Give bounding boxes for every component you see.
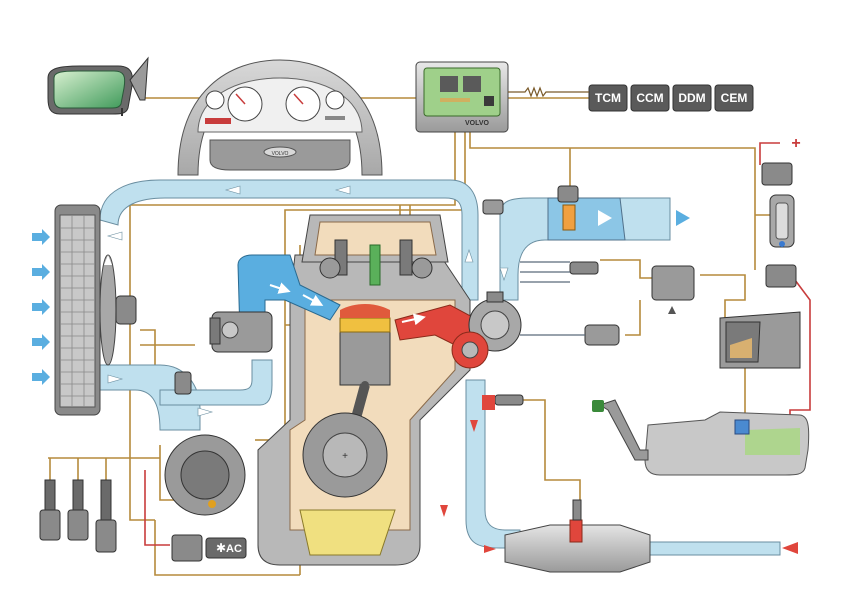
vacuum-sensor bbox=[651, 265, 695, 314]
ddm-label: DDM bbox=[678, 91, 705, 105]
evap-canister-icon bbox=[719, 311, 801, 369]
module-boxes: TCM CCM DDM CEM bbox=[588, 84, 754, 112]
egr-sensor bbox=[482, 199, 504, 215]
side-mirror-icon bbox=[47, 56, 149, 116]
turbocharger-icon bbox=[451, 291, 522, 369]
ac-compressor: ✱ AC bbox=[164, 434, 247, 562]
ecm-brand: VOLVO bbox=[465, 120, 490, 127]
diagnostic-connector-icon bbox=[769, 194, 795, 248]
main-relay bbox=[761, 162, 793, 186]
ccm-label: CCM bbox=[636, 91, 663, 105]
catalytic-converter-icon bbox=[504, 499, 798, 573]
engine-block: + bbox=[257, 214, 471, 566]
throttle-body-icon bbox=[209, 311, 273, 353]
cooling-fan-icon bbox=[99, 254, 137, 366]
tcm-label: TCM bbox=[595, 91, 621, 105]
instrument-cluster-icon: VOLVO bbox=[177, 59, 383, 176]
fuel-pump-relay bbox=[765, 264, 797, 288]
intake-air-temp-sensor bbox=[174, 371, 192, 395]
oxygen-sensor-front bbox=[482, 394, 524, 410]
mass-air-flow-sensor bbox=[547, 185, 690, 241]
exhaust-flow-arrows bbox=[440, 420, 496, 553]
svg-text:+: + bbox=[342, 451, 348, 462]
battery-positive: + bbox=[791, 135, 800, 152]
evap-valve bbox=[520, 324, 620, 346]
boost-solenoid bbox=[520, 261, 599, 283]
cem-label: CEM bbox=[721, 91, 748, 105]
radiator bbox=[32, 204, 101, 416]
cluster-brand: VOLVO bbox=[272, 151, 289, 157]
can-bus bbox=[508, 86, 589, 98]
pedal-icon bbox=[39, 479, 117, 553]
fuel-tank-icon bbox=[592, 399, 810, 476]
ac-label: AC bbox=[226, 543, 242, 555]
air-flow-arrows bbox=[106, 185, 509, 417]
snowflake-icon: ✱ bbox=[216, 541, 226, 555]
engine-control-module-icon: VOLVO bbox=[415, 61, 509, 133]
svg-text:+: + bbox=[791, 135, 800, 152]
